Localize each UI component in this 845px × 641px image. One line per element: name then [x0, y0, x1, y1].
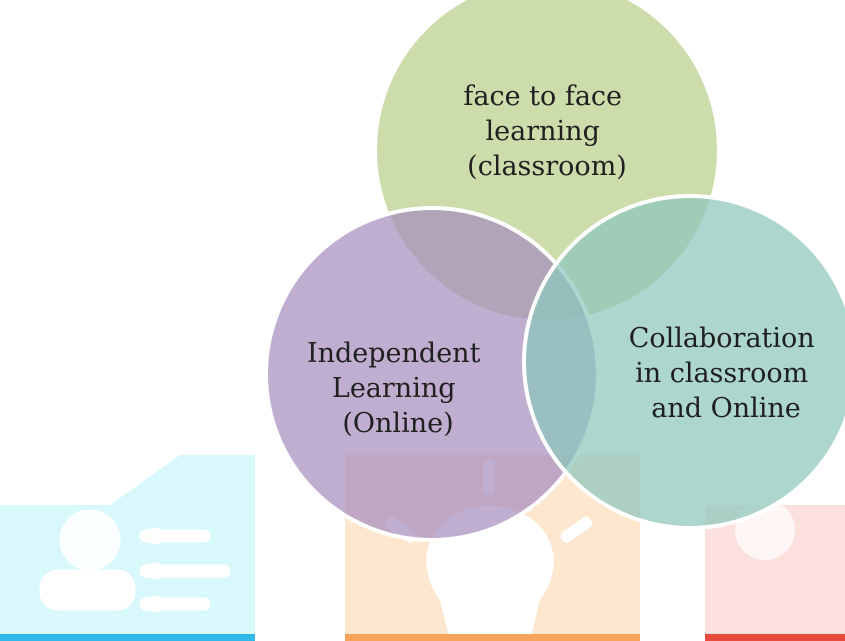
- label-collaboration-line-2: in classroom: [635, 358, 808, 389]
- watermark-orange-bar: [345, 634, 640, 641]
- label-independent-line-3: (Online): [342, 408, 453, 439]
- watermark-cyan-shape: [0, 455, 255, 641]
- label-independent-line-1: Independent: [307, 338, 481, 369]
- label-face-to-face-line-3: (classroom): [467, 151, 627, 182]
- label-collaboration-line-1: Collaboration: [629, 323, 815, 354]
- label-independent: Independent Learning (Online): [307, 338, 489, 439]
- label-face-to-face: face to face learning (classroom): [463, 81, 630, 182]
- venn-circle-collaboration: [522, 194, 845, 530]
- venn-labels: face to face learning (classroom) Indepe…: [307, 81, 824, 439]
- label-collaboration-line-3: and Online: [651, 393, 801, 424]
- watermark-cyan-panel: [0, 455, 255, 641]
- watermark-blue-bar: [0, 634, 255, 641]
- label-face-to-face-line-1: face to face: [463, 81, 622, 112]
- watermark: [0, 455, 845, 641]
- watermark-network-icon: [39, 509, 231, 613]
- venn-circles: [264, 0, 845, 542]
- label-collaboration: Collaboration in classroom and Online: [629, 323, 824, 424]
- watermark-red-bar: [705, 634, 845, 641]
- label-independent-line-2: Learning: [332, 373, 456, 404]
- label-face-to-face-line-2: learning: [486, 116, 600, 147]
